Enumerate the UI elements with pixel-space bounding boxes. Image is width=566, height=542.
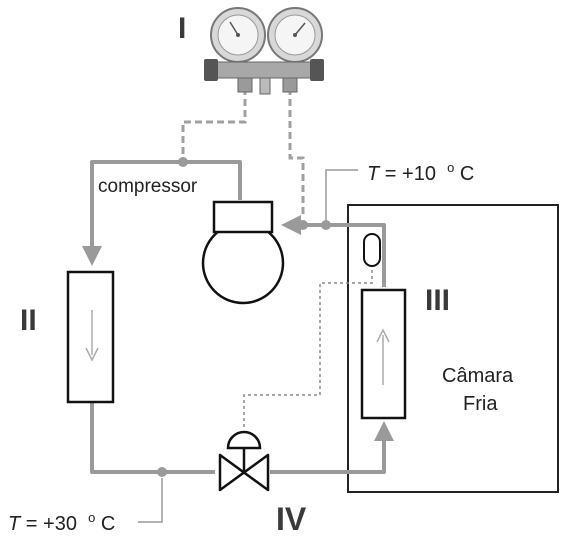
temperature-suction: T = +10 o C	[367, 155, 474, 185]
evaporator	[360, 288, 407, 420]
sensor-line	[243, 264, 373, 430]
refrigerant-pipes	[82, 160, 394, 474]
temp-degree: o	[88, 510, 95, 525]
gauge-hoses	[181, 88, 305, 218]
expansion-valve	[218, 430, 270, 492]
label-evaporator: III	[425, 284, 450, 317]
label-expansion-valve: IV	[276, 501, 307, 537]
temp-value: = +30	[26, 513, 83, 535]
manifold-gauge-set	[204, 7, 324, 95]
temp-symbol: T	[367, 163, 381, 185]
condenser	[66, 270, 115, 404]
label-condenser: II	[20, 304, 37, 337]
temp-symbol: T	[8, 513, 22, 535]
compressor	[201, 200, 285, 305]
temperature-leaders	[138, 169, 358, 523]
label-cold-room-line1: Câmara	[442, 365, 514, 387]
junction-dots	[157, 157, 331, 477]
label-compressor: compressor	[98, 176, 198, 197]
label-cold-room-line2: Fria	[463, 393, 498, 415]
temp-value: = +10	[385, 163, 442, 185]
temp-degree: o	[447, 160, 454, 175]
thermostatic-bulb	[363, 233, 381, 267]
label-gauge-set: I	[178, 12, 186, 45]
temp-unit: C	[460, 163, 474, 185]
cold-room-box	[347, 204, 559, 493]
temperature-liquid: T = +30 o C	[8, 505, 115, 535]
temp-unit: C	[101, 513, 115, 535]
